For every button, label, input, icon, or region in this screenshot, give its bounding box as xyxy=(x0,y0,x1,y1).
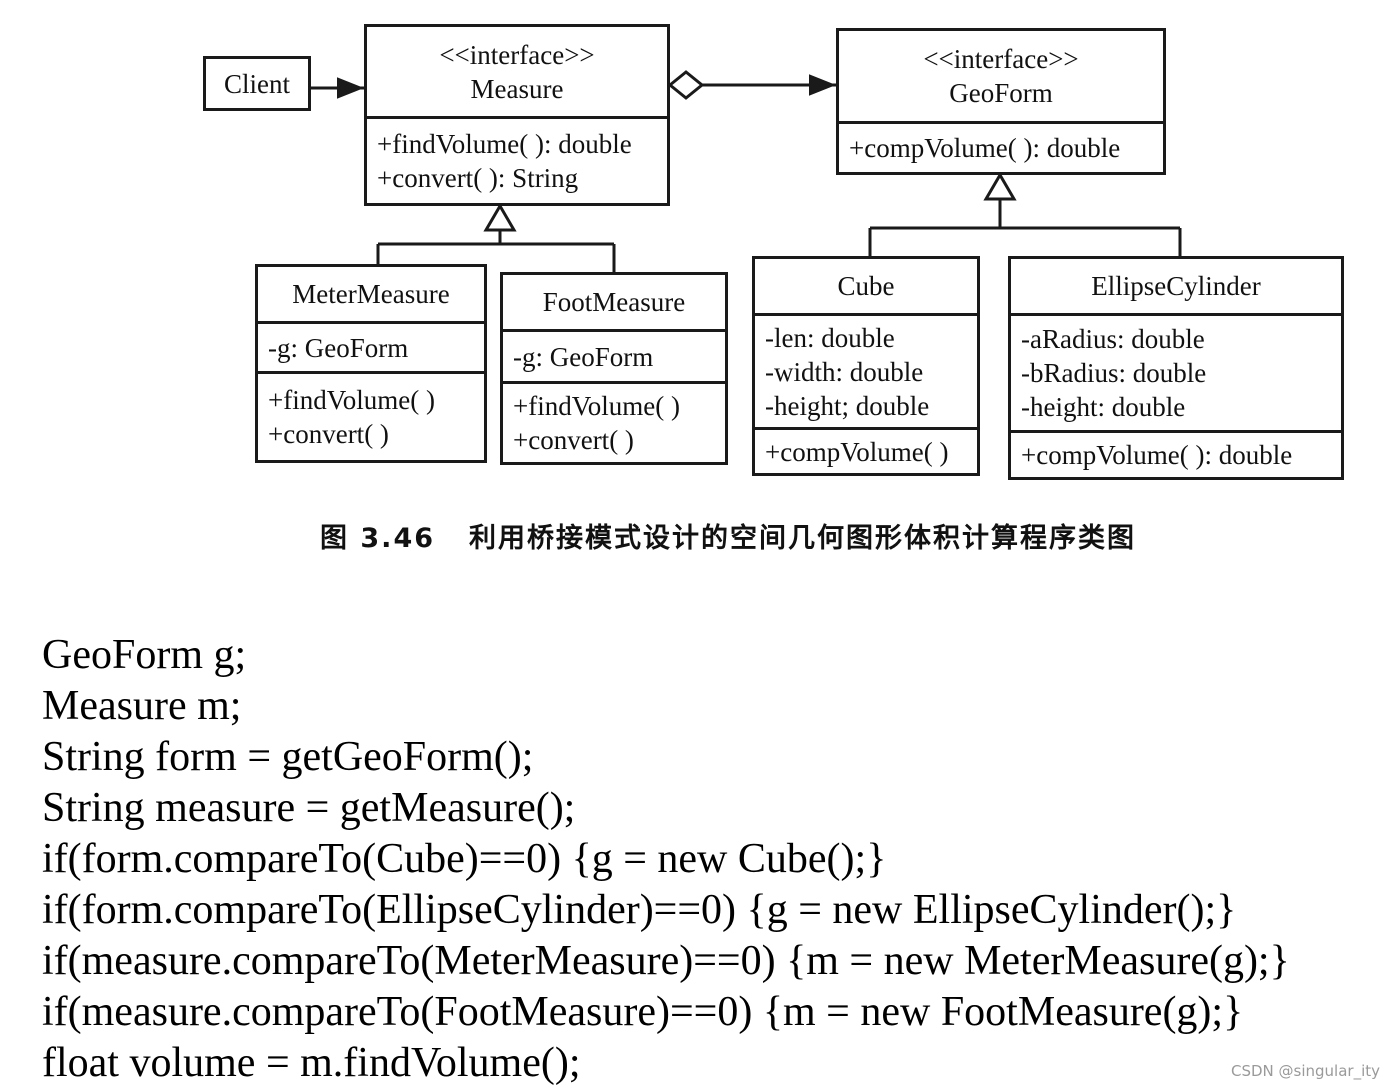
code-line: String measure = getMeasure(); xyxy=(42,785,576,831)
code-line: Measure m; xyxy=(42,683,242,729)
class-name: Cube xyxy=(837,271,895,301)
attribute: -len: double xyxy=(765,322,895,353)
method: +compVolume( ): double xyxy=(1021,440,1293,470)
method: +convert( ) xyxy=(268,419,389,449)
attribute: -height; double xyxy=(765,390,930,421)
class-foot-measure: FootMeasure -g: GeoForm +findVolume( ) +… xyxy=(500,272,728,465)
stereotype: <<interface>> xyxy=(923,44,1079,74)
code-line: GeoForm g; xyxy=(42,632,247,678)
code-block: GeoForm g; Measure m; String form = getG… xyxy=(42,630,1290,1089)
figure-number: 图 3.46 xyxy=(320,523,436,554)
code-line: String form = getGeoForm(); xyxy=(42,734,534,780)
interface-name: GeoForm xyxy=(949,78,1053,108)
method: +findVolume( ) xyxy=(268,385,435,415)
class-name: Client xyxy=(224,68,290,99)
code-line: if(form.compareTo(EllipseCylinder)==0) {… xyxy=(42,887,1237,933)
method: +convert( ): String xyxy=(377,163,579,193)
interface-geoform: <<interface>> GeoForm +compVolume( ): do… xyxy=(836,28,1166,175)
aggregation-diamond xyxy=(667,70,705,100)
measure-realization-triangle xyxy=(483,203,517,232)
class-name: MeterMeasure xyxy=(292,279,450,309)
interface-measure: <<interface>> Measure +findVolume( ): do… xyxy=(364,24,670,206)
watermark: CSDN @singular_ity xyxy=(1230,1062,1380,1080)
method: +findVolume( ) xyxy=(513,391,680,421)
class-ellipse-cylinder: EllipseCylinder -aRadius: double -bRadiu… xyxy=(1008,256,1344,480)
attribute: -aRadius: double xyxy=(1021,324,1205,354)
interface-name: Measure xyxy=(470,73,564,104)
method: +compVolume( ): double xyxy=(849,133,1121,163)
method: +compVolume( ) xyxy=(765,436,949,467)
attribute: -height: double xyxy=(1021,392,1186,422)
class-meter-measure: MeterMeasure -g: GeoForm +findVolume( ) … xyxy=(255,264,487,463)
uml-class-diagram: Client <<interface>> Measure +findVolume… xyxy=(0,0,1394,500)
attribute: -g: GeoForm xyxy=(268,332,409,363)
method: +convert( ) xyxy=(513,425,634,455)
geoform-realization-triangle xyxy=(983,172,1017,201)
attribute: -bRadius: double xyxy=(1021,358,1207,388)
figure-caption-text: 利用桥接模式设计的空间几何图形体积计算程序类图 xyxy=(469,523,1137,554)
code-line: if(measure.compareTo(FootMeasure)==0) {m… xyxy=(42,989,1244,1035)
figure-caption: 图 3.46 利用桥接模式设计的空间几何图形体积计算程序类图 xyxy=(320,516,1136,555)
code-line: if(measure.compareTo(MeterMeasure)==0) {… xyxy=(42,938,1290,984)
stereotype: <<interface>> xyxy=(439,39,595,70)
attribute: -g: GeoForm xyxy=(513,341,654,372)
class-name: FootMeasure xyxy=(542,287,686,317)
connectors xyxy=(310,70,1182,272)
method: +findVolume( ): double xyxy=(377,129,632,159)
class-name: EllipseCylinder xyxy=(1091,271,1261,301)
class-client: Client xyxy=(203,56,311,111)
class-cube: Cube -len: double -width: double -height… xyxy=(752,256,980,476)
attribute: -width: double xyxy=(765,356,924,387)
code-line: float volume = m.findVolume(); xyxy=(42,1040,581,1086)
code-line: if(form.compareTo(Cube)==0) {g = new Cub… xyxy=(42,836,887,882)
